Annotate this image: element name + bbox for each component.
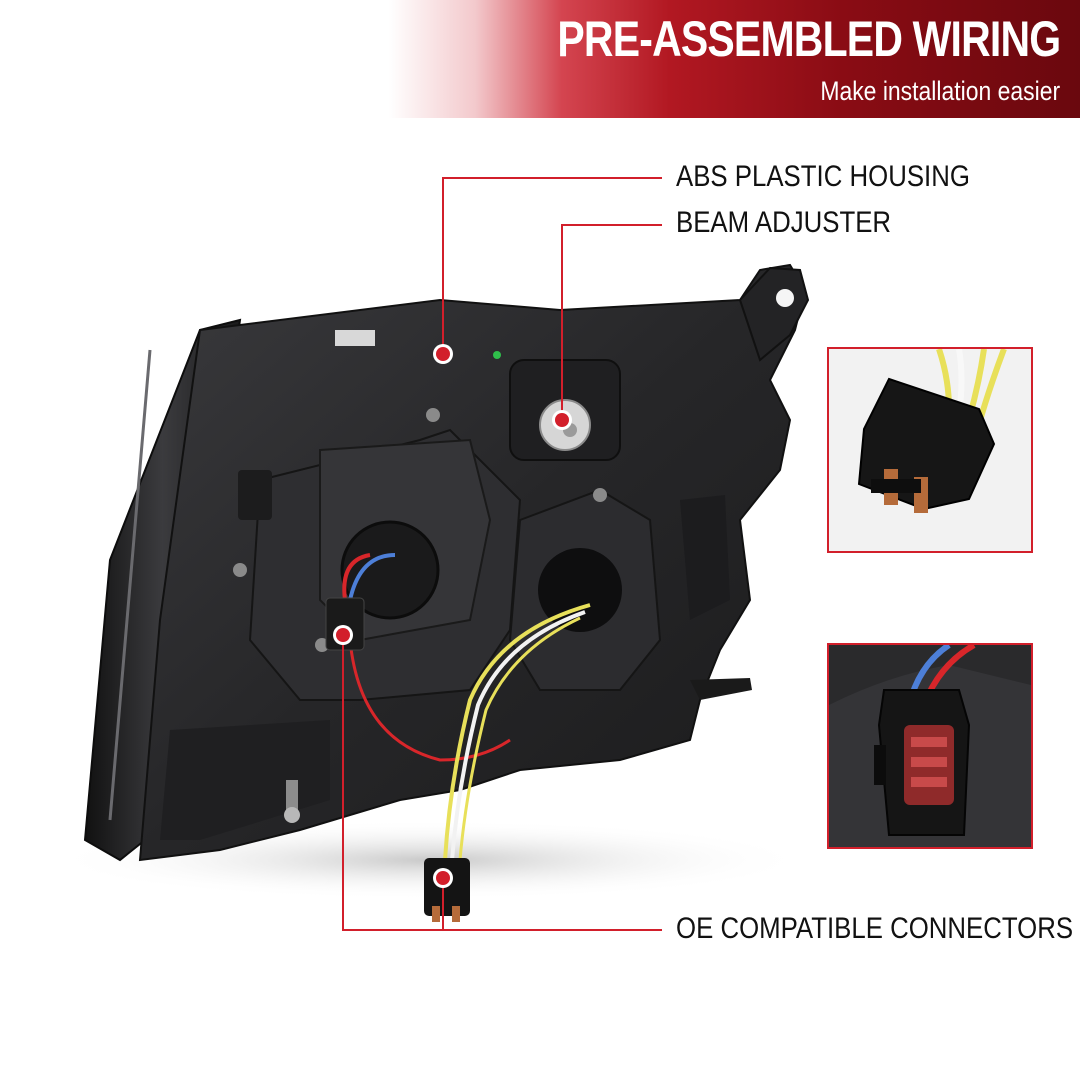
high-beam-socket <box>538 548 622 632</box>
wire-red <box>342 553 371 601</box>
leader-adjuster <box>561 224 662 420</box>
inset-plug-connector <box>827 347 1033 553</box>
right-side-tab <box>680 495 730 620</box>
bottom-bolt-head <box>284 807 300 823</box>
screw <box>426 408 440 422</box>
callout-housing: ABS PLASTIC HOUSING <box>676 160 970 193</box>
callout-adjuster: BEAM ADJUSTER <box>676 206 892 239</box>
green-indicator <box>493 351 501 359</box>
dot-left-connector <box>333 625 353 645</box>
mounting-tab <box>738 266 810 362</box>
wire-white <box>450 610 586 861</box>
inset-socket-connector <box>827 643 1033 849</box>
dot-bottom-plug <box>433 868 453 888</box>
bottom-plug-pin <box>452 906 460 922</box>
callout-connectors: OE COMPATIBLE CONNECTORS <box>676 912 1074 945</box>
screw <box>233 563 247 577</box>
screw <box>593 488 607 502</box>
dot-adjuster <box>552 410 572 430</box>
bottom-bolt <box>286 780 298 810</box>
header-subtitle: Make installation easier <box>820 76 1060 106</box>
wire-blue <box>348 553 396 601</box>
lens-rim-highlight <box>108 349 152 821</box>
wire-red-long <box>348 639 511 762</box>
header-title: PRE-ASSEMBLED WIRING <box>557 11 1061 67</box>
wire-yellow-2 <box>458 616 581 861</box>
housing-sticker <box>335 330 375 346</box>
low-beam-socket <box>340 520 440 620</box>
dot-housing <box>433 344 453 364</box>
header-banner <box>0 0 1080 118</box>
bottom-plug-pin <box>432 906 440 922</box>
plug-connector-closeup <box>829 349 1031 551</box>
mounting-hole <box>776 289 794 307</box>
side-clip <box>238 470 272 520</box>
leader-housing <box>442 177 662 354</box>
wire-yellow <box>443 603 591 861</box>
leader-connectors <box>342 635 662 931</box>
lower-bracket <box>690 678 752 700</box>
socket-connector-closeup <box>829 645 1031 847</box>
